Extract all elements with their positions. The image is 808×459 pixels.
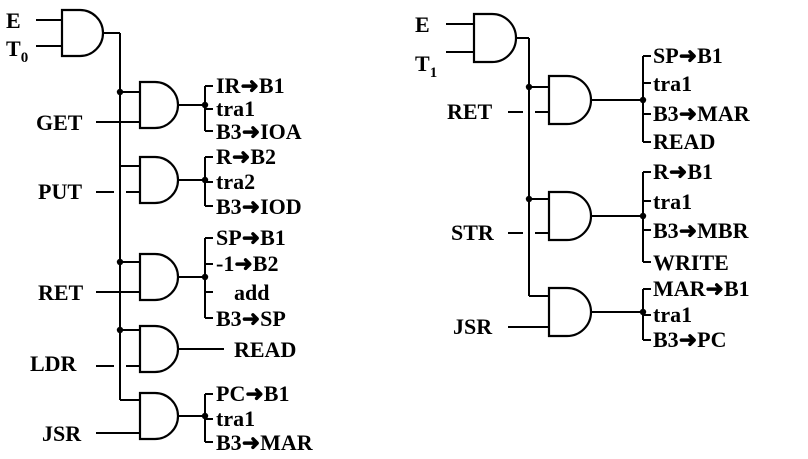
left-jsr-output-1: tra1 bbox=[216, 406, 255, 431]
left-ret-output-1: -1➜B2 bbox=[216, 251, 278, 276]
right-jsr-output-2: B3➜PC bbox=[653, 327, 726, 352]
left-circuit: E T0 GET IR➜B1 tra1 B3➜IOA PUT bbox=[6, 8, 314, 455]
left-get-output-2: B3➜IOA bbox=[216, 119, 302, 144]
left-ret-output-2: add bbox=[234, 280, 269, 305]
left-input-get: GET bbox=[36, 110, 83, 135]
right-str-output-0: R➜B1 bbox=[653, 159, 713, 184]
right-jsr-output-1: tra1 bbox=[653, 302, 692, 327]
left-jsr-output-2: B3➜MAR bbox=[216, 430, 314, 455]
right-and-gate-jsr bbox=[547, 286, 593, 338]
left-ret-output-3: B3➜SP bbox=[216, 306, 286, 331]
right-ret-output-1: tra1 bbox=[653, 71, 692, 96]
left-input-put: PUT bbox=[38, 179, 82, 204]
right-and-gate-str bbox=[547, 190, 593, 242]
right-str-output-1: tra1 bbox=[653, 189, 692, 214]
right-enable-label: E bbox=[415, 12, 430, 37]
left-put-output-1: tra2 bbox=[216, 169, 255, 194]
left-get-output-1: tra1 bbox=[216, 96, 255, 121]
left-get-output-0: IR➜B1 bbox=[216, 73, 285, 98]
left-enable-label: E bbox=[6, 8, 21, 33]
left-and-gate-get bbox=[138, 80, 180, 130]
right-timing-label: T1 bbox=[415, 51, 437, 81]
left-timing-label: T0 bbox=[6, 36, 28, 66]
left-put-output-2: B3➜IOD bbox=[216, 194, 302, 219]
right-ret-output-0: SP➜B1 bbox=[653, 43, 723, 68]
left-and-gate-jsr bbox=[138, 391, 180, 441]
left-ldr-output-0: READ bbox=[234, 337, 296, 362]
right-circuit: E T1 RET SP➜B1 tra1 B3➜MAR READ STR bbox=[415, 12, 751, 352]
left-and-gate-e-t0 bbox=[60, 8, 105, 58]
left-and-gate-ret bbox=[138, 252, 180, 302]
left-ret-output-0: SP➜B1 bbox=[216, 225, 286, 250]
right-input-str: STR bbox=[451, 220, 495, 245]
right-input-ret: RET bbox=[447, 99, 493, 124]
right-and-gate-ret bbox=[547, 74, 593, 126]
right-and-gate-e-t1 bbox=[472, 12, 518, 64]
left-and-gate-ldr bbox=[138, 324, 180, 374]
right-ret-output-3: READ bbox=[653, 129, 715, 154]
right-jsr-output-0: MAR➜B1 bbox=[653, 276, 750, 301]
right-str-output-2: B3➜MBR bbox=[653, 218, 750, 243]
left-and-gate-put bbox=[138, 155, 180, 205]
left-input-ret: RET bbox=[38, 280, 84, 305]
left-input-ldr: LDR bbox=[30, 351, 78, 376]
right-input-jsr: JSR bbox=[453, 314, 493, 339]
left-input-jsr: JSR bbox=[42, 421, 82, 446]
left-jsr-output-0: PC➜B1 bbox=[216, 381, 289, 406]
right-str-output-3: WRITE bbox=[653, 250, 729, 275]
right-ret-output-2: B3➜MAR bbox=[653, 101, 751, 126]
left-put-output-0: R➜B2 bbox=[216, 144, 276, 169]
